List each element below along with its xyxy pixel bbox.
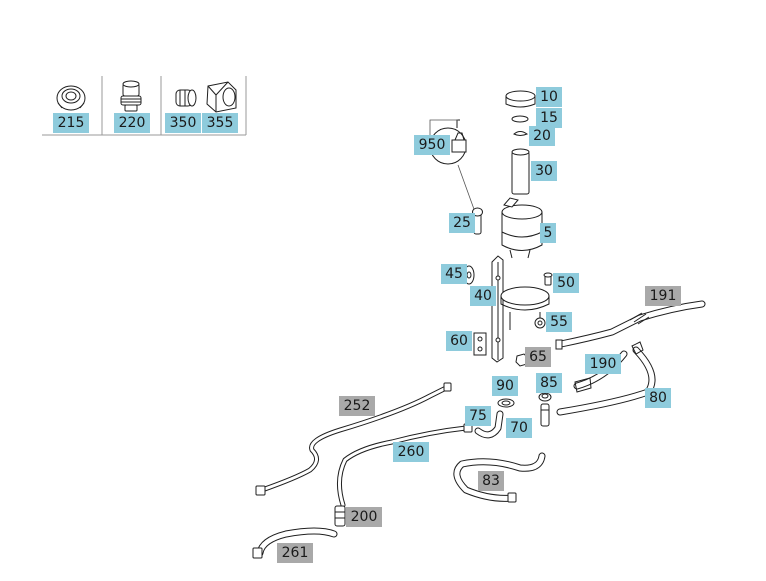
svg-text:190: 190 <box>590 356 617 372</box>
bracket-plate <box>473 332 487 356</box>
callout-65[interactable]: 65 <box>525 347 551 367</box>
hose-clamp-85 <box>538 392 552 402</box>
reservoir-cap <box>505 90 536 108</box>
callout-25[interactable]: 25 <box>449 213 475 233</box>
elbow-fitting <box>474 410 504 439</box>
callout-190[interactable]: 190 <box>585 354 621 374</box>
svg-text:40: 40 <box>474 288 492 304</box>
svg-text:70: 70 <box>510 420 528 436</box>
callout-85[interactable]: 85 <box>536 373 562 393</box>
svg-text:5: 5 <box>544 225 553 241</box>
svg-text:83: 83 <box>482 473 500 489</box>
callout-70[interactable]: 70 <box>506 418 532 438</box>
svg-text:65: 65 <box>529 349 547 365</box>
line-fitting-200 <box>334 505 346 527</box>
bolt-upper <box>543 272 553 286</box>
svg-text:191: 191 <box>650 288 677 304</box>
svg-text:220: 220 <box>119 115 146 131</box>
sleeve-icon <box>175 89 197 107</box>
callout-5[interactable]: 5 <box>540 223 556 243</box>
callout-83[interactable]: 83 <box>478 471 504 491</box>
suction-hose <box>556 341 656 416</box>
spring-clip <box>513 131 529 136</box>
pressure-line-252 <box>255 382 452 496</box>
hose-83 <box>453 452 546 503</box>
callout-30[interactable]: 30 <box>531 161 557 181</box>
callout-950[interactable]: 950 <box>414 135 450 155</box>
return-hose <box>555 300 706 350</box>
svg-text:950: 950 <box>419 137 446 153</box>
svg-text:260: 260 <box>398 444 425 460</box>
svg-text:80: 80 <box>649 390 667 406</box>
svg-text:355: 355 <box>207 115 234 131</box>
callout-20[interactable]: 20 <box>529 126 555 146</box>
svg-text:15: 15 <box>540 110 558 126</box>
pipe-elbow <box>540 403 550 427</box>
hex-nut-icon <box>206 81 237 113</box>
filter-cartridge <box>511 148 530 195</box>
pressure-line-260 <box>337 423 473 508</box>
callout-50[interactable]: 50 <box>553 273 579 293</box>
hose-clamp-90 <box>497 398 515 408</box>
level-sensor-detail <box>429 119 476 213</box>
svg-text:252: 252 <box>344 398 371 414</box>
hose-union-icon <box>120 80 142 112</box>
svg-text:50: 50 <box>557 275 575 291</box>
svg-text:30: 30 <box>535 163 553 179</box>
svg-text:10: 10 <box>540 89 558 105</box>
svg-text:85: 85 <box>540 375 558 391</box>
svg-text:200: 200 <box>351 509 378 525</box>
small-parts-legend <box>42 76 247 136</box>
svg-text:90: 90 <box>496 378 514 394</box>
bolt-lower <box>534 317 546 329</box>
svg-text:75: 75 <box>469 408 487 424</box>
svg-text:45: 45 <box>445 266 463 282</box>
callout-45[interactable]: 45 <box>441 264 467 284</box>
svg-text:261: 261 <box>282 545 309 561</box>
callout-355[interactable]: 355 <box>202 113 238 133</box>
callout-60[interactable]: 60 <box>446 331 472 351</box>
svg-text:20: 20 <box>533 128 551 144</box>
bracket <box>491 255 504 363</box>
callout-200[interactable]: 200 <box>346 507 382 527</box>
callout-75[interactable]: 75 <box>465 406 491 426</box>
callout-90[interactable]: 90 <box>492 376 518 396</box>
callout-350[interactable]: 350 <box>165 113 201 133</box>
callout-55[interactable]: 55 <box>546 312 572 332</box>
callout-261[interactable]: 261 <box>277 543 313 563</box>
callout-40[interactable]: 40 <box>470 286 496 306</box>
callout-220[interactable]: 220 <box>114 113 150 133</box>
callout-260[interactable]: 260 <box>393 442 429 462</box>
svg-text:350: 350 <box>170 115 197 131</box>
callout-215[interactable]: 215 <box>53 113 89 133</box>
seal-ring <box>511 115 529 123</box>
svg-text:215: 215 <box>58 115 85 131</box>
svg-text:55: 55 <box>550 314 568 330</box>
callout-191[interactable]: 191 <box>645 286 681 306</box>
callout-15[interactable]: 15 <box>536 108 562 128</box>
callout-252[interactable]: 252 <box>339 396 375 416</box>
reservoir <box>501 197 543 259</box>
callout-80[interactable]: 80 <box>645 388 671 408</box>
svg-text:60: 60 <box>450 333 468 349</box>
hose-261 <box>252 527 338 559</box>
threaded-fitting-icon <box>56 85 86 111</box>
svg-text:25: 25 <box>453 215 471 231</box>
callout-10[interactable]: 10 <box>536 87 562 107</box>
clamp-band <box>500 286 550 330</box>
